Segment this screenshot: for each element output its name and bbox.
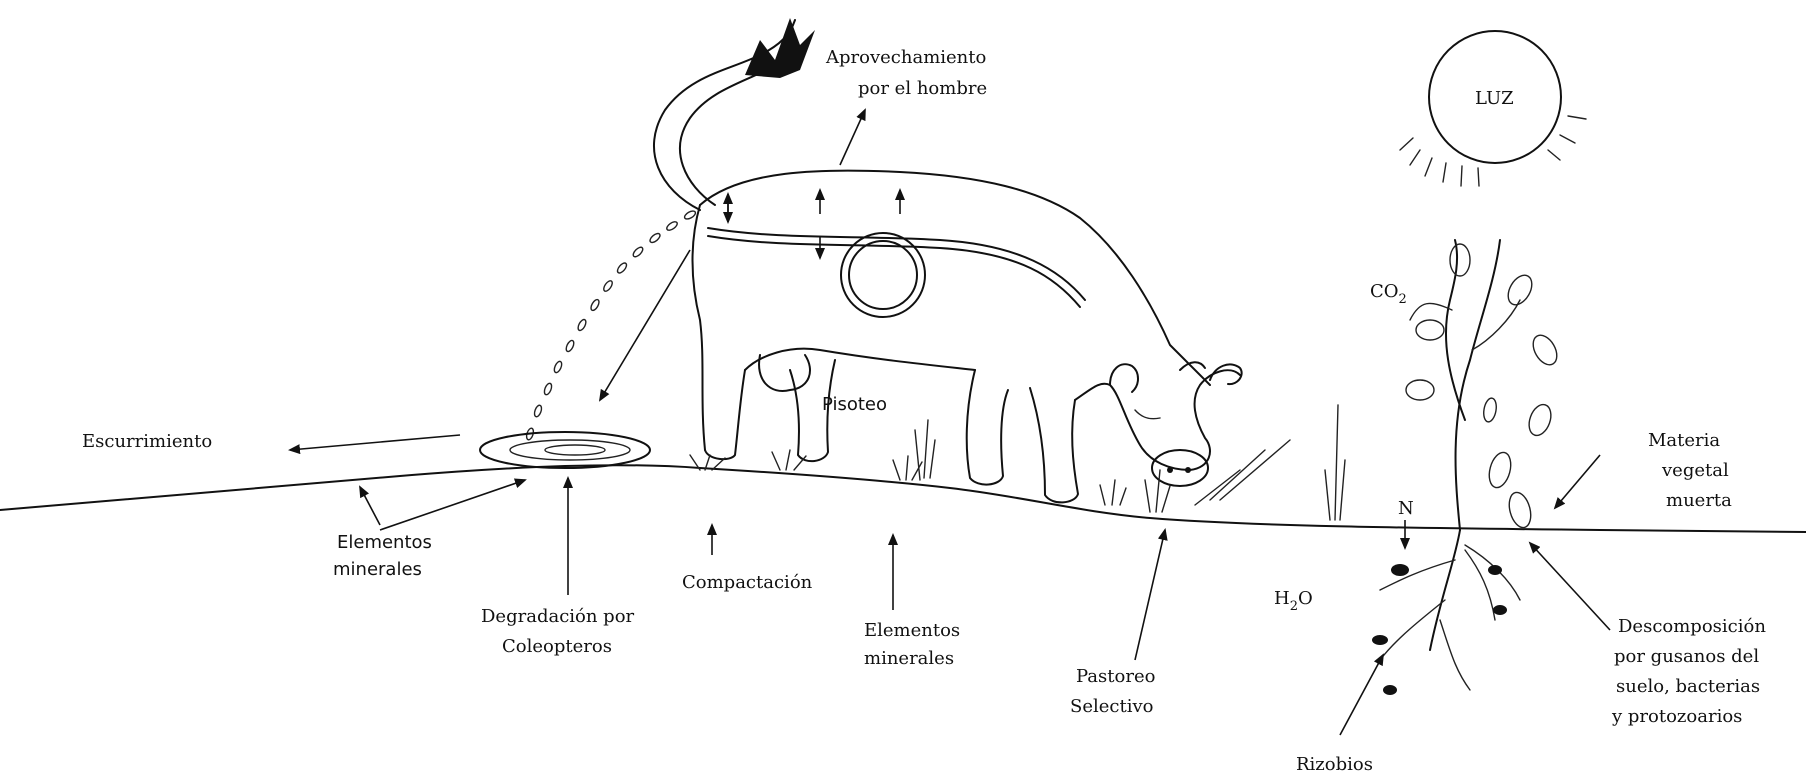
tail-tuft bbox=[745, 18, 815, 78]
escurrimiento-arrow bbox=[290, 435, 460, 450]
elementos-minerales-1-arrow-b bbox=[380, 480, 525, 530]
pisoteo-label: Pisoteo bbox=[822, 394, 887, 415]
elementos-minerales-2-label: Elementos minerales bbox=[864, 620, 966, 669]
elementos-minerales-1-arrow-a bbox=[360, 487, 380, 525]
materia-vegetal-arrow bbox=[1555, 455, 1600, 508]
grass-tufts bbox=[690, 405, 1345, 520]
rizobios-arrow bbox=[1340, 655, 1383, 735]
pastoreo-label: Pastoreo Selectivo bbox=[1070, 666, 1161, 717]
dung-fall-arrow bbox=[600, 250, 690, 400]
n-label: N bbox=[1398, 498, 1414, 519]
compactacion-label: Compactación bbox=[682, 572, 813, 593]
sun-icon: LUZ bbox=[1400, 31, 1586, 186]
descomposicion-arrow bbox=[1530, 543, 1610, 630]
degradacion-label: Degradación por Coleopteros bbox=[481, 606, 640, 657]
rizobios-label: Rizobios bbox=[1296, 754, 1373, 775]
co2-label: CO2 bbox=[1370, 281, 1407, 307]
aprovechamiento-arrow bbox=[840, 110, 865, 165]
dung-droplets bbox=[525, 209, 696, 440]
luz-label: LUZ bbox=[1475, 88, 1514, 109]
descomposicion-label: Descomposición por gusanos del suelo, ba… bbox=[1611, 616, 1772, 727]
materia-vegetal-label: Materia vegetal muerta bbox=[1648, 430, 1734, 511]
elementos-minerales-1-label: Elementos minerales bbox=[333, 532, 438, 580]
legume-plant bbox=[1372, 240, 1562, 695]
dung-pat bbox=[480, 432, 650, 468]
pastoreo-arrow bbox=[1135, 530, 1165, 660]
h2o-label: H2O bbox=[1274, 588, 1313, 614]
aprovechamiento-label: Aprovechamiento por el hombre bbox=[825, 47, 992, 99]
escurrimiento-label: Escurrimiento bbox=[82, 431, 212, 452]
ground-line bbox=[0, 465, 1806, 532]
